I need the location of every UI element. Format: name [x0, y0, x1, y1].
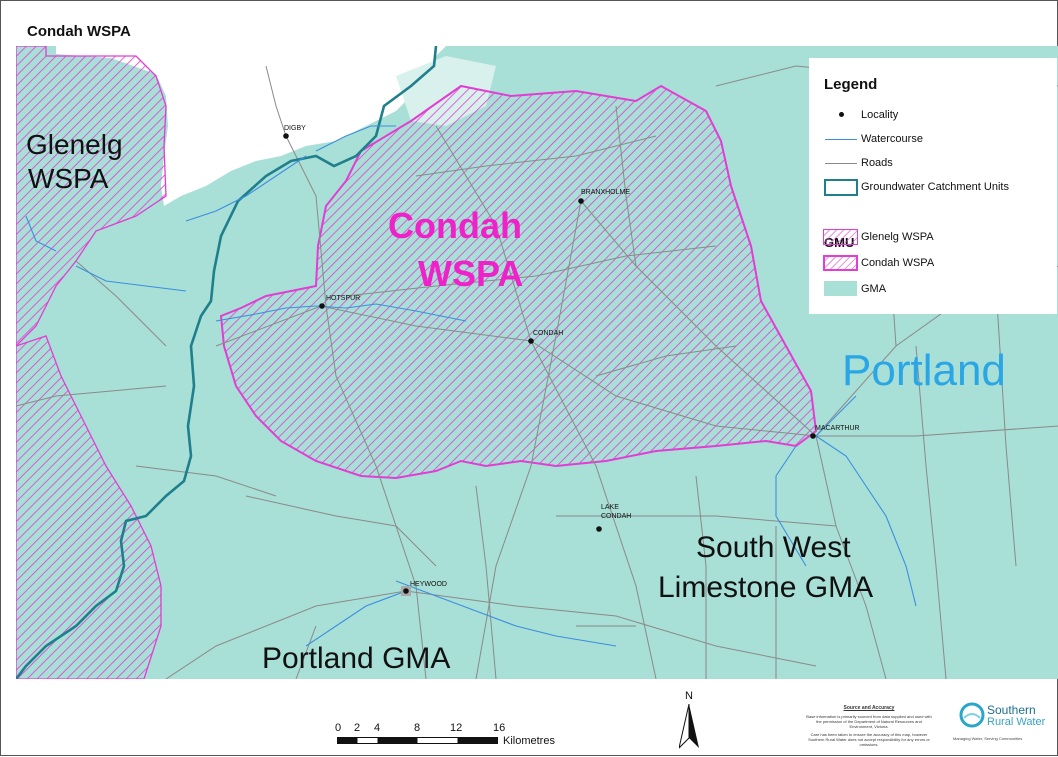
region-labels: Glenelg WSPA Condah WSPA Portland South … [26, 129, 1006, 675]
legend-item-gma: GMA [821, 280, 886, 298]
svg-text:HOTSPUR: HOTSPUR [326, 295, 360, 302]
condah-label-2: WSPA [418, 253, 523, 294]
legend-item-locality: Locality [821, 106, 898, 124]
scale-tick-0: 0 [335, 722, 342, 734]
locality-heywood[interactable]: HEYWOOD [401, 581, 447, 596]
scale-tick-8: 8 [414, 722, 421, 734]
water-swirl-icon [959, 702, 985, 728]
legend-item-condah: Condah WSPA [821, 254, 934, 272]
locality-dot-icon [839, 112, 844, 117]
gma-fill-icon [824, 281, 857, 296]
glenelg-wspa-south [16, 335, 162, 679]
scale-bar [337, 737, 498, 744]
portland-label: Portland [842, 346, 1006, 395]
svg-text:LAKE: LAKE [601, 504, 619, 511]
south-west-label-1: South West [696, 531, 851, 564]
localities: DIGBY BRANXHOLME HOTSPUR CONDAH MACARTHU… [283, 125, 860, 596]
locality-condah[interactable]: CONDAH [528, 330, 563, 344]
svg-text:DIGBY: DIGBY [284, 125, 306, 132]
north-arrow-icon [679, 704, 699, 749]
legend-item-roads: Roads [821, 154, 893, 172]
scale-tick-12: 12 [450, 722, 463, 734]
scale-unit: Kilometres [503, 735, 555, 747]
source-accuracy: Source and Accuracy Base information is … [806, 705, 932, 748]
locality-lake-condah[interactable]: LAKE CONDAH [596, 504, 631, 532]
condah-label-1: Condah [388, 205, 522, 246]
legend: Legend Locality Watercourse Roads Ground… [809, 58, 1057, 314]
gcu-box-icon [824, 179, 858, 196]
legend-item-gcu: Groundwater Catchment Units [821, 178, 1009, 196]
svg-text:HEYWOOD: HEYWOOD [410, 581, 447, 588]
gcu-boundary [16, 46, 438, 679]
hatch-thin-icon [823, 229, 858, 245]
scale-tick-2: 2 [354, 722, 361, 734]
watercourse-line-icon [825, 139, 857, 140]
legend-item-watercourse: Watercourse [821, 130, 923, 148]
footer: 0 2 4 8 12 16 Kilometres N [1, 680, 1058, 757]
road-line-icon [825, 163, 857, 164]
locality-digby[interactable]: DIGBY [283, 125, 306, 139]
hatch-bold-icon [823, 255, 858, 271]
watercourses [25, 125, 917, 647]
north-label: N [685, 690, 693, 702]
scale-tick-4: 4 [374, 722, 381, 734]
glenelg-wspa-area [16, 46, 167, 347]
scale-tick-16: 16 [493, 722, 506, 734]
svg-text:MACARTHUR: MACARTHUR [815, 425, 860, 432]
legend-title: Legend [824, 76, 878, 93]
locality-macarthur[interactable]: MACARTHUR [810, 425, 860, 439]
page-title: Condah WSPA [27, 23, 131, 40]
non-gma-area [56, 46, 446, 206]
svg-text:BRANXHOLME: BRANXHOLME [581, 189, 630, 196]
svg-text:CONDAH: CONDAH [533, 330, 563, 337]
locality-hotspur[interactable]: HOTSPUR [319, 295, 360, 309]
glenelg-label-1: Glenelg [26, 129, 123, 160]
legend-item-glenelg: Glenelg WSPA [821, 228, 934, 246]
locality-branxholme[interactable]: BRANXHOLME [578, 189, 630, 204]
svg-text:CONDAH: CONDAH [601, 513, 631, 520]
south-west-label-2: Limestone GMA [658, 571, 873, 604]
glenelg-label-2: WSPA [28, 163, 109, 194]
southern-rural-water-logo: Southern Rural Water Managing Water, Ser… [953, 702, 1046, 741]
condah-wspa-area [219, 84, 818, 480]
portland-gma-label: Portland GMA [262, 642, 450, 675]
